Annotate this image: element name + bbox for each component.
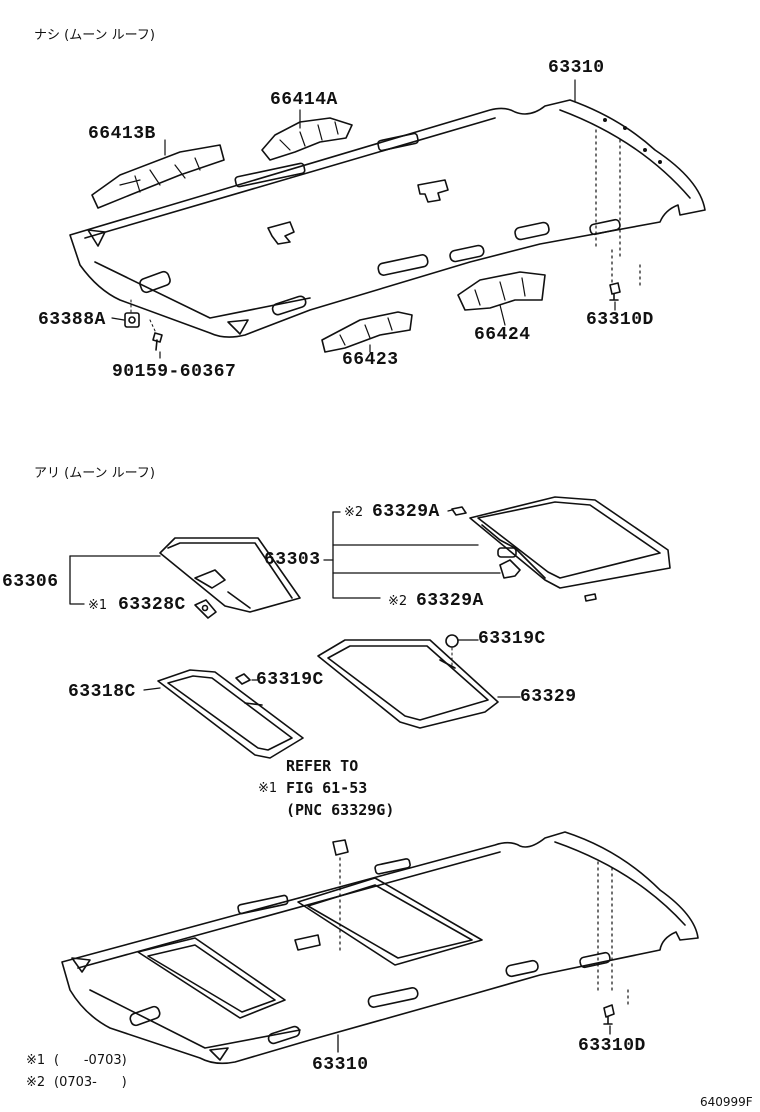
clip-63310d-bottom [603, 1004, 615, 1025]
mark-63328c: ※1 [88, 598, 108, 613]
reference-line1: REFER TO [286, 757, 359, 775]
label-66423: 66423 [342, 350, 399, 370]
part-63328c [194, 599, 217, 619]
bracket-66423 [321, 311, 413, 353]
reinforcement-66414a [261, 117, 353, 161]
label-63310d-top: 63310D [586, 310, 654, 330]
leader-lines-top [111, 79, 616, 359]
label-63319c-left: 63319C [256, 670, 324, 690]
label-66414a: 66414A [270, 90, 338, 110]
clip-63310d-top [609, 282, 621, 301]
clip-63319c-right [445, 634, 459, 648]
figure-id: 640999F [700, 1095, 753, 1109]
mark-63329a-bottom: ※2 [388, 594, 408, 609]
label-90159-60367: 90159-60367 [112, 362, 237, 382]
label-63329: 63329 [520, 687, 577, 707]
headliner-top [69, 99, 706, 338]
reference-mark: ※1 [258, 781, 278, 796]
weatherstrip-63329 [317, 639, 499, 729]
shade-63306 [159, 537, 301, 613]
holder-and-screw [124, 299, 163, 351]
footnote-2-text: (0703- ) [54, 1075, 127, 1090]
label-63329a-top: 63329A [372, 502, 440, 522]
label-63328c: 63328C [118, 595, 186, 615]
footnote-1-text: ( -0703) [54, 1053, 127, 1068]
label-63388a: 63388A [38, 310, 106, 330]
headliner-bottom [61, 831, 699, 1065]
reference-line3: (PNC 63329G) [286, 801, 395, 819]
section-with-moonroof: アリ (ムーン ルーフ) [34, 466, 155, 481]
reference-line2: FIG 61-53 [286, 779, 368, 797]
section-without-moonroof: ナシ (ムーン ルーフ) [34, 28, 155, 43]
label-66424: 66424 [474, 325, 531, 345]
weatherstrip-63318c [157, 669, 304, 759]
bracket-66424 [457, 271, 546, 311]
label-63306: 63306 [2, 572, 59, 592]
footnote-1-mark: ※1 [26, 1053, 46, 1068]
footnote-2-mark: ※2 [26, 1075, 46, 1090]
label-63319c-right: 63319C [478, 629, 546, 649]
clip-63319c-left [235, 673, 251, 685]
reinforcement-66413b [91, 144, 225, 209]
label-66413b: 66413B [88, 124, 156, 144]
sunshade-63303 [469, 496, 671, 589]
leader-lines-bottom [69, 509, 611, 1053]
label-63318c: 63318C [68, 682, 136, 702]
mark-63329a-top: ※2 [344, 505, 364, 520]
stopper-63329a [451, 506, 597, 602]
label-63329a-bottom: 63329A [416, 591, 484, 611]
label-63303: 63303 [264, 550, 321, 570]
label-63310d-bottom: 63310D [578, 1036, 646, 1056]
label-63310-bottom: 63310 [312, 1055, 369, 1075]
clip-63329g [332, 839, 349, 951]
label-63310-top: 63310 [548, 58, 605, 78]
